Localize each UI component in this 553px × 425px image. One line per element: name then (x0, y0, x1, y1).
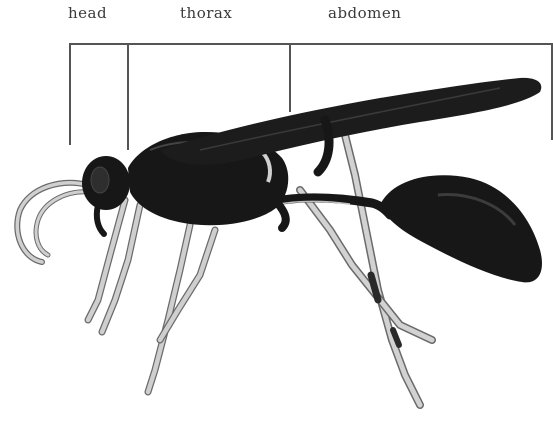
head-leader-line (70, 44, 128, 150)
thorax-leader-line (128, 44, 290, 112)
antennae (17, 183, 90, 262)
compound-eye (91, 167, 109, 193)
abdomen (380, 175, 542, 282)
